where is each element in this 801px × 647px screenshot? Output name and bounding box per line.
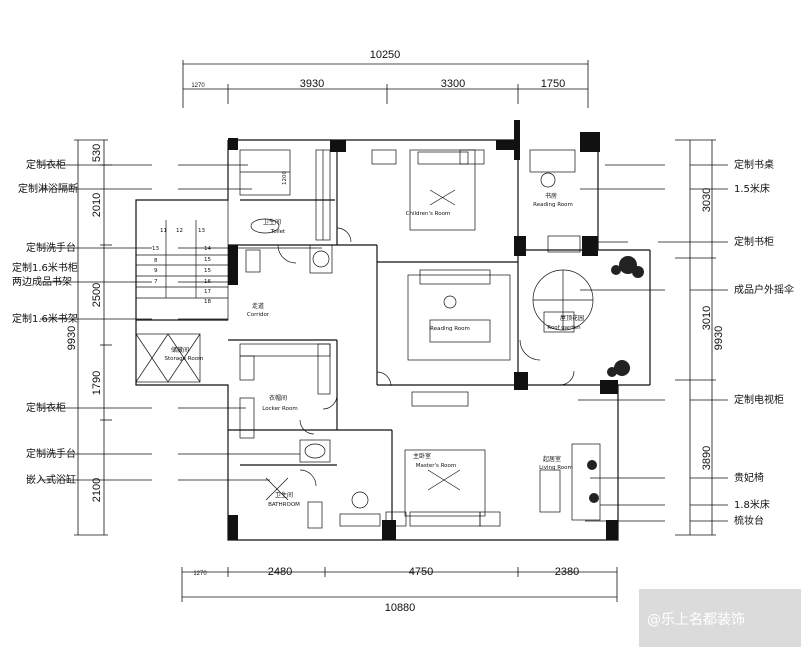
- room-master-zh: 主卧室: [413, 452, 431, 460]
- dim-top-total: 10250: [370, 49, 401, 61]
- dim-top-seg-1: 1270: [191, 83, 205, 89]
- ann-right-2: 1.5米床: [734, 182, 770, 195]
- stair-label: 17: [204, 289, 211, 295]
- leader-lines-left: [40, 164, 322, 481]
- ann-left-2: 定制淋浴隔断: [18, 182, 78, 195]
- dim-right-seg-3: 3890: [701, 446, 713, 470]
- stair-label: 8: [154, 258, 158, 264]
- stair-label: 9: [154, 268, 158, 274]
- stair-label: 18: [204, 299, 211, 305]
- stair-label: 13: [198, 228, 205, 234]
- leader-lines-right: [578, 164, 728, 522]
- dim-bottom-seg-1: 1270: [193, 571, 207, 577]
- stair-label: 11: [160, 228, 167, 234]
- room-toilet-en: Toilet: [270, 229, 286, 235]
- ann-left-5: 两边成品书架: [12, 276, 72, 288]
- fixtures: [135, 149, 601, 529]
- room-storage-en: Storage Room: [165, 356, 204, 362]
- ann-right-5: 定制电视柜: [734, 393, 784, 406]
- dim-bottom-total: 10880: [385, 602, 416, 614]
- ann-right-6: 贵妃椅: [734, 471, 764, 484]
- dim-bottom-seg-2: 2480: [268, 566, 292, 578]
- stair-label: 16: [204, 279, 211, 285]
- stair-label: 15: [204, 268, 211, 274]
- dim-left-seg-1: 530: [91, 144, 103, 162]
- room-living-zh: 起居室: [543, 455, 561, 463]
- watermark-text: @乐上名都装饰: [647, 612, 745, 628]
- stair-label: 12: [176, 228, 183, 234]
- dim-top-seg-3: 3300: [441, 78, 465, 90]
- room-reading-b-en: Reading Room: [430, 326, 470, 332]
- ann-left-7: 定制衣柜: [26, 401, 66, 414]
- ann-left-1: 定制衣柜: [26, 158, 66, 171]
- ann-left-3: 定制洗手台: [26, 241, 76, 254]
- stair-label: 13: [152, 246, 159, 252]
- room-living-en: Living Room: [539, 465, 573, 471]
- room-reading-a-en: Reading Room: [533, 202, 573, 208]
- dim-left-seg-3: 2500: [91, 283, 103, 307]
- room-children-en: Children's Room: [406, 211, 451, 217]
- room-bathroom-en: BATHROOM: [268, 502, 300, 508]
- shower-dim: 1200: [282, 171, 288, 185]
- ann-left-6: 定制1.6米书架: [12, 312, 78, 325]
- dim-left-seg-4: 1790: [91, 371, 103, 395]
- room-locker-zh: 衣帽间: [269, 394, 287, 402]
- dim-top-seg-4: 1750: [541, 78, 565, 90]
- dim-bottom-seg-4: 2380: [555, 566, 579, 578]
- dim-left-seg-2: 2010: [91, 193, 103, 217]
- room-roof-garden-zh: 屋顶花园: [560, 314, 584, 322]
- ann-right-7: 1.8米床: [734, 498, 770, 511]
- room-storage-zh: 储藏间: [171, 346, 189, 354]
- dim-right-seg-2: 3010: [701, 306, 713, 330]
- stair-label: 14: [204, 246, 211, 252]
- room-corridor-zh: 走道: [252, 302, 264, 310]
- plants: [587, 256, 644, 503]
- room-locker-en: Locker Room: [262, 406, 297, 412]
- stair-label: 15: [204, 257, 211, 263]
- ann-right-1: 定制书桌: [734, 158, 774, 171]
- room-master-en: Master's Room: [416, 463, 457, 469]
- dim-right-total: 9930: [713, 326, 725, 350]
- dim-top-seg-2: 3930: [300, 78, 324, 90]
- room-reading-a-zh: 书房: [545, 192, 557, 200]
- ann-left-4: 定制1.6米书柜: [12, 261, 78, 274]
- room-bathroom-zh: 卫生间: [275, 491, 293, 499]
- dim-left-seg-5: 2100: [91, 478, 103, 502]
- ann-right-8: 梳妆台: [734, 514, 764, 527]
- watermark: @乐上名都装饰: [639, 589, 801, 647]
- ann-left-9: 嵌入式浴缸: [26, 473, 76, 486]
- dim-right-seg-1: 3030: [701, 188, 713, 212]
- ann-left-8: 定制洗手台: [26, 447, 76, 460]
- ann-right-4: 成品户外摇伞: [734, 283, 794, 296]
- stair-label: 7: [154, 279, 158, 285]
- room-roof-garden-en: Roof garden: [547, 325, 581, 331]
- columns: [228, 120, 618, 540]
- ann-right-3: 定制书柜: [734, 235, 774, 248]
- dim-left-total: 9930: [66, 326, 78, 350]
- room-corridor-en: Corridor: [247, 312, 270, 318]
- room-toilet-zh: 卫生间: [263, 218, 281, 226]
- dim-bottom-seg-3: 4750: [409, 566, 433, 578]
